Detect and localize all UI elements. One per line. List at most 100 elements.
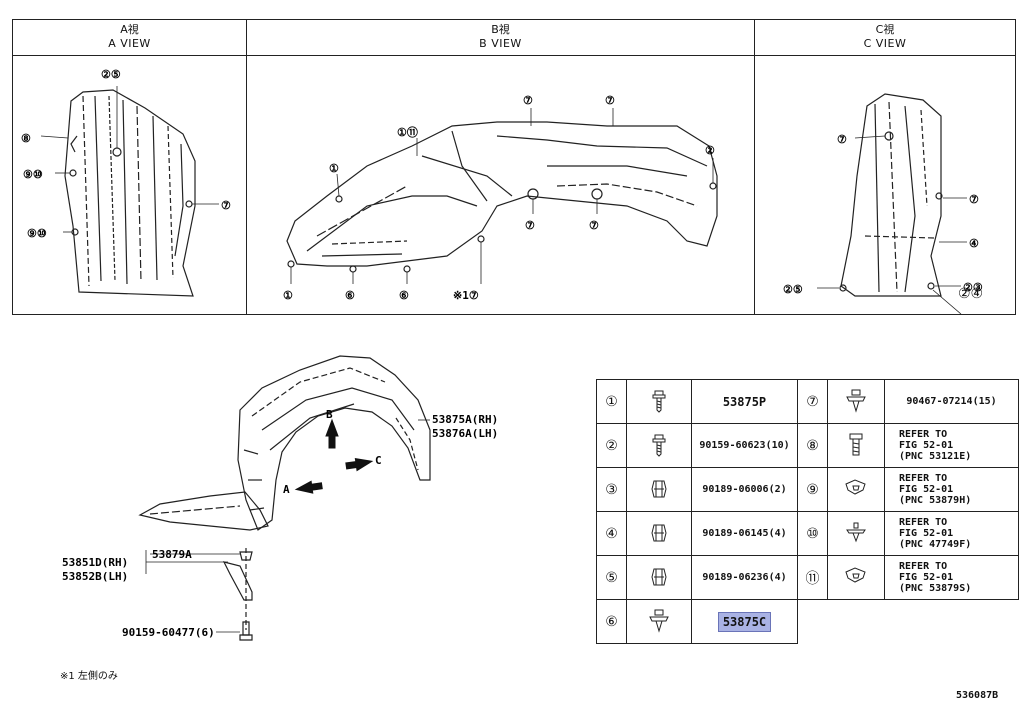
view-b-header: B視 B VIEW — [247, 20, 754, 56]
bolt-icon — [827, 423, 885, 468]
item-number: ⑥ — [596, 599, 627, 644]
view-a-title-jp: A視 — [120, 23, 139, 36]
view-c-title-jp: C視 — [875, 23, 895, 36]
part-number: 53875P — [691, 379, 798, 424]
part-number: 90467-07214(15) — [884, 379, 1019, 424]
clip-icon — [827, 379, 885, 424]
arrow-a-icon — [294, 480, 323, 494]
item-number: ⑨ — [797, 467, 828, 512]
view-c-svg: ⑦ ⑦ ④ ②⑤ ②③ — [783, 93, 983, 315]
item-number: ⑪ — [797, 555, 828, 600]
arrow-b-icon — [325, 418, 339, 449]
callout-b-1b: ① — [283, 289, 293, 302]
view-c: C視 C VIEW — [755, 20, 1015, 315]
item-number: ⑤ — [596, 555, 627, 600]
part-number: 90159-60623(10) — [691, 423, 798, 468]
callout-a-910b: ⑨⑩ — [27, 227, 47, 240]
view-c-title-en: C VIEW — [863, 37, 907, 50]
reference-line: (PNC 53879H) — [899, 495, 972, 506]
main-drawing: 53875A(RH) 53876A(LH) B C A 53879A 53851… — [62, 355, 498, 641]
reference-line: FIG 52-01 — [899, 572, 954, 583]
part-number: 53875C — [691, 599, 798, 644]
callout-c-24: ②④ — [958, 286, 984, 302]
callout-b-7d: ⑦ — [589, 219, 599, 232]
view-b-svg: ①⑪ ① ① ⑦ ⑦ ⑦ ⑦ ② ⑥ ⑥ ※1⑦ — [283, 94, 718, 302]
callout-c-7a: ⑦ — [837, 133, 847, 146]
grommet-icon — [827, 511, 885, 556]
figure-code: 536087B — [956, 690, 999, 701]
view-b-title-en: B VIEW — [479, 37, 522, 50]
arrow-b-label: B — [326, 408, 333, 421]
item-number: ⑧ — [797, 423, 828, 468]
pnc-lh-label: 53876A(LH) — [432, 427, 498, 440]
reference-line: REFER TO — [899, 429, 948, 440]
reference-line: FIG 52-01 — [899, 440, 954, 451]
item-number: ⑩ — [797, 511, 828, 556]
reference-line: REFER TO — [899, 517, 948, 528]
callout-a-910a: ⑨⑩ — [23, 168, 43, 181]
callout-b-7a: ⑦ — [523, 94, 533, 107]
nut-icon — [626, 467, 692, 512]
views-panel: A視 A VIEW — [12, 19, 1016, 315]
bracket-pn-label: 53879A — [152, 548, 192, 561]
callout-b-6a: ⑥ — [345, 289, 355, 302]
callout-a-25: ②⑤ — [101, 68, 121, 81]
callout-c-23: ②③ — [963, 281, 983, 294]
bolt-label: 90159-60477(6) — [122, 626, 215, 639]
item-number: ② — [596, 423, 627, 468]
reference-line: (PNC 53121E) — [899, 451, 972, 462]
callout-b-6b: ⑥ — [399, 289, 409, 302]
callout-b-17: ※1⑦ — [453, 289, 479, 302]
reference-line: (PNC 47749F) — [899, 539, 972, 550]
callout-b-111: ①⑪ — [397, 125, 418, 139]
part-number: 90189-06236(4) — [691, 555, 798, 600]
callout-c-4: ④ — [969, 237, 979, 250]
parts-row: ⑥ 53875C — [596, 599, 1019, 644]
view-a: A視 A VIEW — [13, 20, 247, 314]
empty-cell — [798, 600, 1019, 644]
footnote: ※1 左側のみ — [60, 671, 118, 682]
item-number: ⑦ — [797, 379, 828, 424]
reference-line: REFER TO — [899, 473, 948, 484]
arrow-a-label: A — [283, 483, 290, 496]
screw-icon — [626, 423, 692, 468]
reference-line: FIG 52-01 — [899, 484, 954, 495]
arrow-c-icon — [345, 458, 374, 472]
view-b-drawing: ①⑪ ① ① ⑦ ⑦ ⑦ ⑦ ② ⑥ ⑥ ※1⑦ — [247, 56, 754, 314]
bracket-lh-label: 53852B(LH) — [62, 570, 128, 583]
item-number: ③ — [596, 467, 627, 512]
view-b: B視 B VIEW — [247, 20, 755, 314]
screw-icon — [626, 379, 692, 424]
callout-b-2: ② — [705, 144, 715, 157]
view-c-drawing: ⑦ ⑦ ④ ②⑤ ②③ — [755, 56, 1015, 315]
part-number-highlight: 53875C — [717, 611, 772, 632]
bracket-rh-label: 53851D(RH) — [62, 556, 128, 569]
pnc-rh-label: 53875A(RH) — [432, 413, 498, 426]
callout-a-8: ⑧ — [21, 132, 31, 145]
reference-line: REFER TO — [899, 561, 948, 572]
reference-line: (PNC 53879S) — [899, 583, 972, 594]
item-number: ① — [596, 379, 627, 424]
callout-b-7b: ⑦ — [605, 94, 615, 107]
callout-c-25: ②⑤ — [783, 283, 803, 296]
arrow-c-label: C — [375, 454, 382, 467]
view-a-drawing: ②⑤ ⑧ ⑨⑩ ⑨⑩ ⑦ — [13, 56, 246, 314]
nut-icon — [626, 555, 692, 600]
view-a-header: A視 A VIEW — [13, 20, 246, 56]
part-number: 90189-06006(2) — [691, 467, 798, 512]
callout-b-1a: ① — [329, 162, 339, 175]
view-a-title-en: A VIEW — [108, 37, 151, 50]
retainer-icon — [827, 467, 885, 512]
item-number: ④ — [596, 511, 627, 556]
nut-icon — [626, 511, 692, 556]
